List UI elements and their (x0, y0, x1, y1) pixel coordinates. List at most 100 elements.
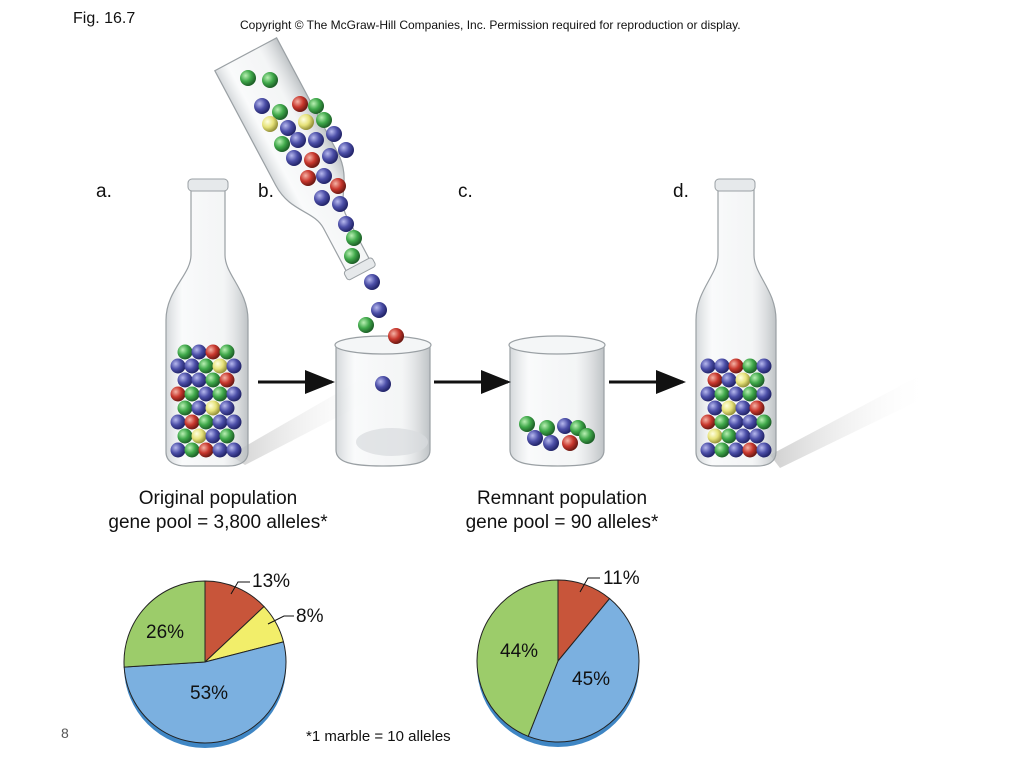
pie-label-13: 13% (252, 571, 291, 592)
remnant-caption-line2: gene pool = 90 alleles* (465, 512, 659, 533)
marble (756, 442, 772, 458)
marble (557, 418, 573, 434)
marble (170, 358, 186, 374)
marble (304, 152, 320, 168)
pie-original-slice-3 (123, 580, 206, 668)
marble (562, 435, 578, 451)
marble (198, 414, 214, 430)
marble (742, 414, 758, 430)
marble (749, 372, 765, 388)
marble (212, 386, 228, 402)
copyright-notice: Copyright © The McGraw-Hill Companies, I… (240, 18, 741, 32)
marble (170, 442, 186, 458)
marble (274, 136, 290, 152)
marble (714, 358, 730, 374)
pie-remnant-population (476, 579, 640, 747)
marble (205, 344, 221, 360)
marble (742, 442, 758, 458)
falling-marbles (358, 274, 404, 392)
marble (205, 428, 221, 444)
marble (308, 98, 324, 114)
marble (714, 414, 730, 430)
marble (198, 442, 214, 458)
marble (700, 386, 716, 402)
marble (254, 98, 270, 114)
marble (205, 400, 221, 416)
panel-letter-b: b. (258, 181, 274, 202)
marble (338, 216, 354, 232)
marble (316, 112, 332, 128)
marble (300, 170, 316, 186)
marble (749, 400, 765, 416)
marble (191, 400, 207, 416)
marble (226, 414, 242, 430)
marble (364, 274, 380, 290)
marble (298, 114, 314, 130)
leader-8 (267, 615, 294, 625)
marble (198, 358, 214, 374)
marble (714, 442, 730, 458)
original-caption-line2: gene pool = 3,800 alleles* (108, 512, 328, 533)
page-number: 8 (61, 725, 69, 741)
marble (735, 428, 751, 444)
marble (728, 442, 744, 458)
pie-remnant-slice-1 (527, 597, 640, 743)
marble (735, 400, 751, 416)
marble (177, 372, 193, 388)
marble (322, 148, 338, 164)
marble (177, 400, 193, 416)
marble (292, 96, 308, 112)
marble (286, 150, 302, 166)
marble (700, 442, 716, 458)
marble (539, 420, 555, 436)
panel-letter-a: a. (96, 181, 112, 202)
panel-letter-d: d. (673, 181, 689, 202)
marble (219, 344, 235, 360)
leader-13 (230, 581, 250, 595)
marble (262, 116, 278, 132)
marble (184, 386, 200, 402)
marble (728, 386, 744, 402)
panel-letter-c: c. (458, 181, 473, 202)
marble (170, 386, 186, 402)
beaker-b (334, 335, 432, 467)
marble (219, 428, 235, 444)
marble (184, 442, 200, 458)
pie-label-26: 26% (146, 622, 185, 643)
marble (290, 132, 306, 148)
marble (226, 386, 242, 402)
pie-original-population (123, 580, 287, 748)
original-population-caption: Original population gene pool = 3,800 al… (68, 487, 368, 535)
marble (212, 442, 228, 458)
pie-original-slice-2 (123, 641, 287, 744)
marble (191, 428, 207, 444)
marble (707, 372, 723, 388)
marble (219, 372, 235, 388)
pie-original-slice-0 (204, 580, 265, 664)
marble (543, 435, 559, 451)
marble (721, 372, 737, 388)
marble (527, 430, 543, 446)
marble (191, 344, 207, 360)
bottle-d-shadow (770, 370, 930, 468)
marble (308, 132, 324, 148)
marble (314, 190, 330, 206)
pie-label-8: 8% (296, 606, 324, 627)
remnant-population-caption: Remnant population gene pool = 90 allele… (412, 487, 712, 535)
pie-label-53: 53% (190, 683, 229, 704)
marble (579, 428, 595, 444)
marble (184, 414, 200, 430)
bottle-b-marbles (240, 70, 362, 264)
marble (756, 414, 772, 430)
leader-11 (579, 577, 600, 593)
marble (728, 358, 744, 374)
marble (272, 104, 288, 120)
beaker-c-marbles (519, 416, 595, 451)
marble (371, 302, 387, 318)
marble (191, 372, 207, 388)
bottle-a-marbles (170, 344, 242, 458)
marble (721, 400, 737, 416)
marble (756, 386, 772, 402)
